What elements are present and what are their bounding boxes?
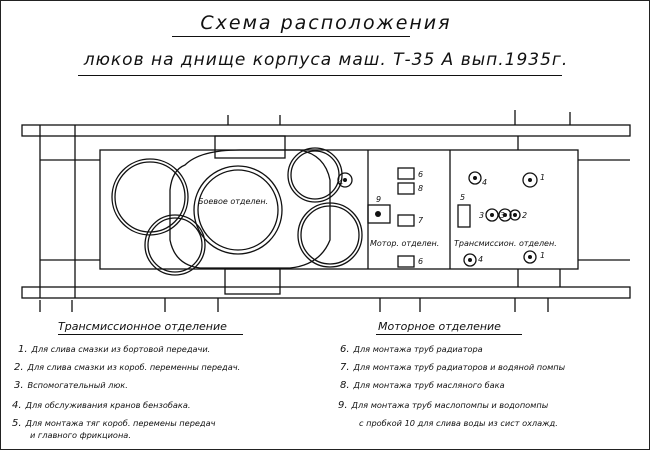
hatch-number-4-left: 4: [338, 178, 343, 187]
turret-ring-front-right: [287, 147, 343, 203]
hatch-number-1-lower: 1: [540, 251, 545, 260]
legend-item-1: 1.Для слива смазки из бортовой передачи.: [18, 344, 211, 355]
hatch-number-4-lower: 4: [478, 255, 483, 264]
hatch-4-upper: [522, 172, 538, 188]
upper-track-rail: [21, 124, 631, 137]
transmission-section-heading: Трансмиссионное отделение: [58, 320, 227, 333]
hatch-6-upper: [397, 167, 415, 180]
hatch-number-7: 7: [418, 216, 424, 225]
hatch-number-8: 8: [418, 184, 423, 193]
engine-heading-underline: [376, 334, 522, 335]
legend-item-5: 5.Для монтажа тяг короб. перемены переда…: [12, 418, 216, 429]
legend-item-7: 7.Для монтажа труб радиаторов и водяной …: [340, 362, 566, 373]
label-transmission-compartment: Трансмиссион. отделен.: [454, 239, 557, 248]
hatch-number-2: 2: [522, 211, 527, 220]
hatch-6-lower: [397, 255, 415, 268]
title-underline-1: [172, 36, 410, 37]
legend-item-4: 4.Для обслуживания кранов бензобака.: [12, 400, 191, 411]
hatch-8: [397, 182, 415, 195]
hatch-number-6-lower: 6: [418, 257, 423, 266]
engine-section-heading: Моторное отделение: [378, 320, 501, 333]
hatch-4-lower: [463, 253, 477, 267]
hatch-number-1-upper: 1: [540, 173, 545, 182]
label-fighting-compartment: Боевое отделен.: [198, 197, 268, 206]
turret-ring-front-left: [111, 158, 189, 236]
lower-track-rail: [21, 286, 631, 299]
hatch-number-6-upper: 6: [418, 170, 423, 179]
top-plate: [214, 135, 286, 159]
hatch-5: [457, 204, 471, 228]
bottom-plate: [224, 268, 281, 295]
turret-ring-rear-right: [297, 202, 363, 268]
hatch-3-right: [498, 208, 512, 222]
transmission-heading-underline: [58, 334, 243, 335]
hatch-number-3a: 3: [479, 211, 484, 220]
hatch-number-3b: 3: [500, 211, 505, 220]
hatch-1-lower: [523, 250, 537, 264]
title-line-1: Схема расположения: [200, 12, 452, 34]
legend-item-9-cont: с пробкой 10 для слива воды из сист охла…: [359, 418, 558, 428]
legend-item-6: 6.Для монтажа труб радиатора: [340, 344, 483, 355]
hatch-9: [367, 204, 391, 224]
legend-item-3: 3.Вспомогательный люк.: [14, 380, 128, 391]
hatch-number-9: 9: [376, 195, 381, 204]
hatch-7: [397, 214, 415, 227]
legend-item-9: 9.Для монтажа труб маслопомпы и водопомп…: [338, 400, 549, 411]
title-underline-2: [78, 75, 562, 76]
main-turret-ring: [193, 165, 283, 255]
legend-item-8: 8.Для монтажа труб масляного бака: [340, 380, 505, 391]
hatch-1-upper: [468, 171, 482, 185]
hatch-4-left: [337, 172, 353, 188]
legend-item-5-cont: и главного фрикциона.: [30, 430, 131, 440]
turret-ring-rear-left: [144, 214, 206, 276]
title-line-2: люков на днище корпуса маш. Т-35 А вып.1…: [83, 50, 569, 70]
hull-outline: [99, 149, 579, 270]
hatch-number-5: 5: [460, 193, 465, 202]
label-engine-compartment: Мотор. отделен.: [370, 239, 439, 248]
hatch-2: [509, 209, 521, 221]
legend-item-2: 2.Для слива смазки из короб. переменны п…: [14, 362, 241, 373]
hatch-number-4-upper: 4: [482, 178, 487, 187]
hatch-3-left: [485, 208, 499, 222]
